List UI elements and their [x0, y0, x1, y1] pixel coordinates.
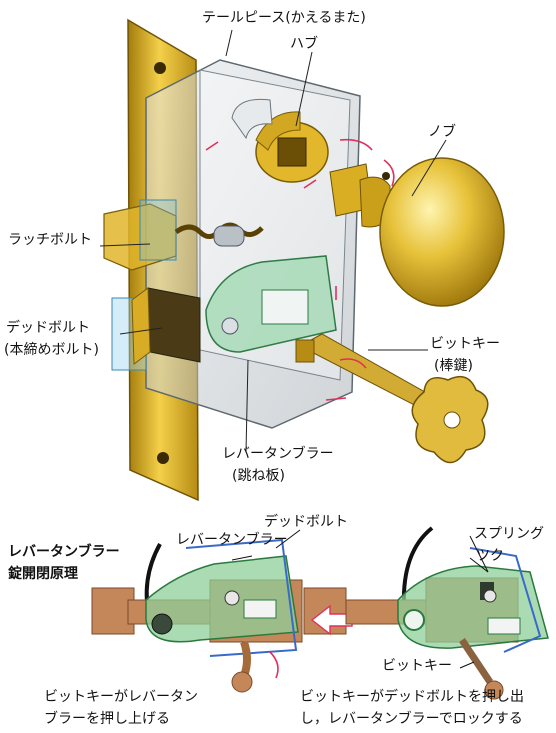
label-tsuku: ツク — [476, 548, 504, 564]
label-dead-bolt-sub: (本締めボルト) — [4, 342, 99, 358]
label-tail-piece: テールピース(かえるまた) — [202, 10, 366, 26]
dead-bolt — [111, 287, 201, 371]
caption-right-line1: ビットキーがデッドボルトを押し出 — [300, 689, 524, 705]
bit-key — [295, 333, 489, 464]
label-deadbolt-bottom: デッドボルト — [264, 514, 348, 530]
label-left-tumbler: レバータンブラー — [176, 532, 288, 548]
label-knob: ノブ — [428, 124, 456, 140]
latch-bolt — [103, 199, 264, 271]
right-mechanism — [303, 526, 549, 700]
caption-left-line2: ブラーを押し上げる — [44, 711, 170, 727]
label-bit-key-sub: (棒鍵) — [434, 358, 473, 374]
leader-lines — [99, 29, 447, 453]
left-mechanism — [91, 529, 303, 693]
knob — [329, 157, 505, 307]
label-dead-bolt: デッドボルト — [6, 320, 90, 336]
label-latch-bolt: ラッチボルト — [8, 232, 92, 248]
lever-tumbler — [205, 255, 337, 353]
caption-left-line1: ビットキーがレバータン — [44, 689, 198, 705]
hub — [231, 98, 329, 183]
label-lever-tumbler: レバータンブラー — [222, 446, 334, 462]
section-title-1: レバータンブラー — [8, 544, 120, 560]
label-bitkey-bottom: ビットキー — [382, 658, 452, 674]
motion-arrows — [205, 138, 395, 401]
label-bit-key: ビットキー — [430, 336, 500, 352]
label-spring: スプリング — [474, 526, 544, 542]
caption-right-line2: し，レバータンブラーでロックする — [300, 711, 523, 727]
label-hub: ハブ — [290, 36, 318, 52]
label-lever-tumbler-sub: (跳ね板) — [232, 468, 285, 484]
section-title-2: 錠開閉原理 — [8, 566, 78, 582]
